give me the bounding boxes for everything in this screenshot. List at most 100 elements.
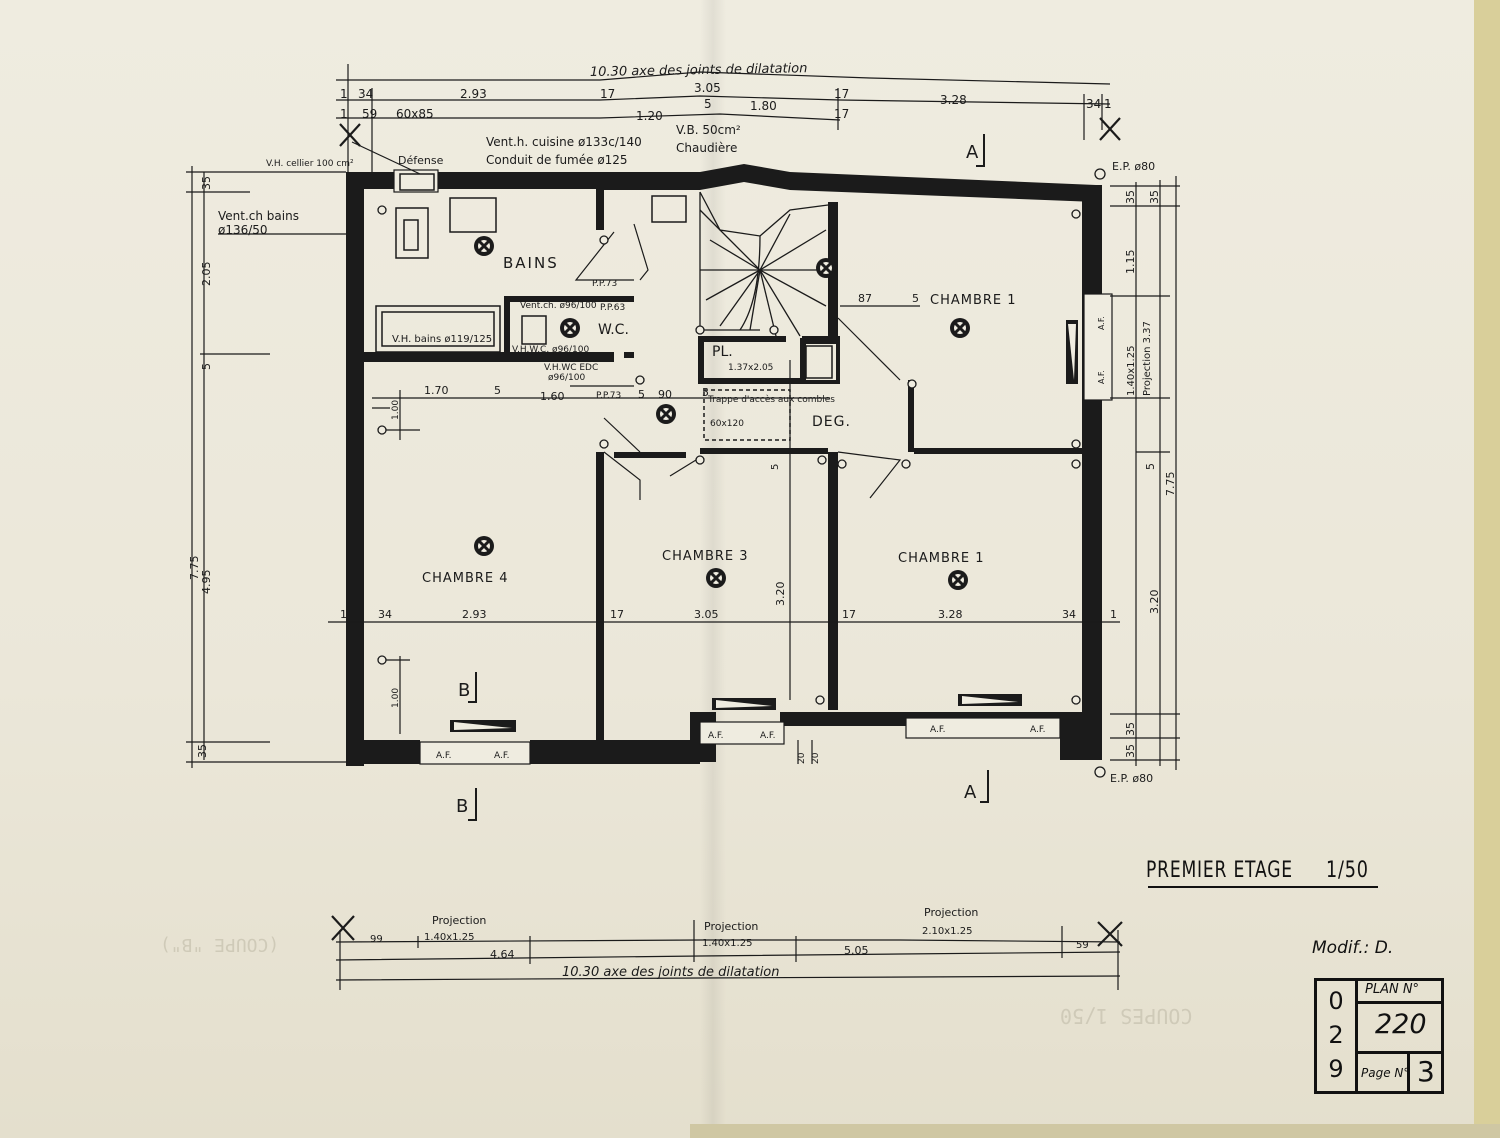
- light-icon: [706, 568, 726, 588]
- cartouche-divider: [1355, 1001, 1441, 1004]
- projection-label: Projection: [704, 920, 758, 933]
- af-label: A.F.: [708, 731, 723, 741]
- outer-walls: [346, 164, 1102, 766]
- dim-label: 20: [797, 752, 807, 764]
- projection-label: Projection: [432, 914, 486, 927]
- dim-label: 34: [1086, 97, 1101, 111]
- dim-label: 1.40x1.25: [702, 938, 752, 949]
- light-icon: [560, 318, 580, 338]
- drawing-title: PREMIER ETAGE 1/50: [1146, 852, 1386, 892]
- room-label-chambre-3: CHAMBRE 3: [662, 549, 749, 564]
- conduit-label: Conduit de fumée ø125: [486, 153, 628, 167]
- dim-label: 34: [378, 608, 392, 621]
- dim-label: 2.93: [460, 87, 487, 101]
- room-label-pl: PL.: [712, 344, 733, 360]
- dim-label: 5: [770, 464, 781, 470]
- pp73-label: P.P.73: [596, 391, 621, 401]
- trappe-dim: 60x120: [710, 419, 744, 429]
- dim-label: 35: [1124, 722, 1137, 736]
- light-icon: [950, 318, 970, 338]
- title-text: PREMIER ETAGE: [1146, 858, 1293, 883]
- dim-label: 1.00: [391, 400, 401, 420]
- dim-label: 2.93: [462, 608, 487, 621]
- room-label-deg: DEG.: [812, 414, 851, 430]
- modif-label: Modif.: D.: [1312, 938, 1394, 958]
- dim-label: 1.40x1.25: [1126, 346, 1137, 396]
- staircase: [699, 191, 829, 337]
- side-digit: 2: [1328, 1021, 1344, 1049]
- interior-walls: [364, 190, 1082, 740]
- radiators: [450, 320, 1078, 732]
- vb-label: V.B. 50cm²: [676, 123, 741, 137]
- bathtub-icon: [375, 305, 501, 353]
- door-swings: [351, 141, 902, 500]
- af-label: A.F.: [436, 751, 451, 761]
- vh-bains-label: V.H. bains ø119/125: [392, 334, 492, 345]
- chaudiere-label: Chaudière: [676, 141, 737, 155]
- dim-label: 5: [1144, 463, 1157, 470]
- light-icon: [656, 404, 676, 424]
- dim-label: 5: [200, 363, 213, 370]
- dim-label: 17: [600, 87, 615, 101]
- dim-label: 7.75: [1164, 472, 1177, 497]
- cartouche-divider: [1407, 1054, 1410, 1091]
- windows: [393, 169, 1113, 765]
- dim-label: 1.60: [540, 390, 565, 403]
- plan-label: PLAN N°: [1365, 982, 1420, 997]
- dim-label: 5: [638, 388, 645, 401]
- radiator-icon: [399, 173, 435, 191]
- ceiling-lights: [474, 236, 970, 590]
- dim-label: 1: [340, 87, 348, 101]
- dim-label: 34: [358, 87, 373, 101]
- vhwc-label: V.H.W.C. ø96/100: [512, 345, 590, 355]
- af-label: A.F.: [930, 725, 945, 735]
- dim-label: 1.40x1.25: [424, 932, 474, 943]
- section-a-label: A: [964, 782, 977, 803]
- vent-ch-label: Vent.ch. ø96/100: [520, 301, 597, 311]
- paper-edge-bottom: [690, 1124, 1500, 1138]
- projection-label: Projection: [924, 906, 978, 919]
- dim-label: 35: [200, 176, 213, 190]
- light-icon: [474, 536, 494, 556]
- dim-label: 4.95: [200, 570, 213, 595]
- section-a-label: A: [966, 142, 979, 163]
- room-label-chambre-4: CHAMBRE 4: [422, 571, 509, 586]
- dim-label: 5: [702, 386, 709, 399]
- room-label-wc: W.C.: [598, 322, 629, 338]
- dim-label: 17: [834, 107, 849, 121]
- light-icon: [474, 236, 494, 256]
- dim-label: 1.00: [391, 688, 401, 708]
- page-number: 3: [1417, 1055, 1435, 1088]
- dim-label: 35: [1148, 190, 1161, 204]
- trappe-label: Trappe d'accès aux combles: [707, 394, 835, 405]
- dim-label: 1: [1104, 97, 1112, 111]
- switches: [377, 168, 1106, 778]
- ep80-label: E.P. ø80: [1112, 160, 1155, 173]
- dim-label: 20: [811, 752, 821, 764]
- pp73-label: P.P.73: [592, 279, 617, 289]
- af-label: A.F.: [760, 731, 775, 741]
- dimension-lines: [186, 64, 1180, 990]
- dim-label: 2.10x1.25: [922, 926, 972, 937]
- dim-label: 1: [1110, 608, 1117, 621]
- dim-label: 35: [196, 744, 209, 758]
- defense-label: Défense: [398, 154, 444, 167]
- dim-label: 3.28: [940, 93, 967, 107]
- dim-label: 60x85: [396, 107, 434, 121]
- light-icon: [948, 570, 968, 590]
- section-b-label: B: [458, 680, 470, 701]
- cartouche-side: 0 2 9: [1317, 981, 1358, 1091]
- dim-label: 17: [834, 87, 849, 101]
- title-cartouche: 0 2 9 PLAN N° 220 Page N° 3: [1314, 978, 1444, 1094]
- dim-label: 99: [370, 934, 383, 945]
- dim-label: 4.64: [490, 948, 515, 961]
- dim-label: 35: [1124, 190, 1137, 204]
- dim-label: 5.05: [844, 944, 869, 957]
- dim-label: 5: [912, 292, 919, 305]
- room-label-chambre-1: CHAMBRE 1: [930, 293, 1017, 308]
- dim-label: 3.28: [938, 608, 963, 621]
- dim-label: 87: [858, 292, 872, 305]
- axis-marks: [331, 117, 1123, 947]
